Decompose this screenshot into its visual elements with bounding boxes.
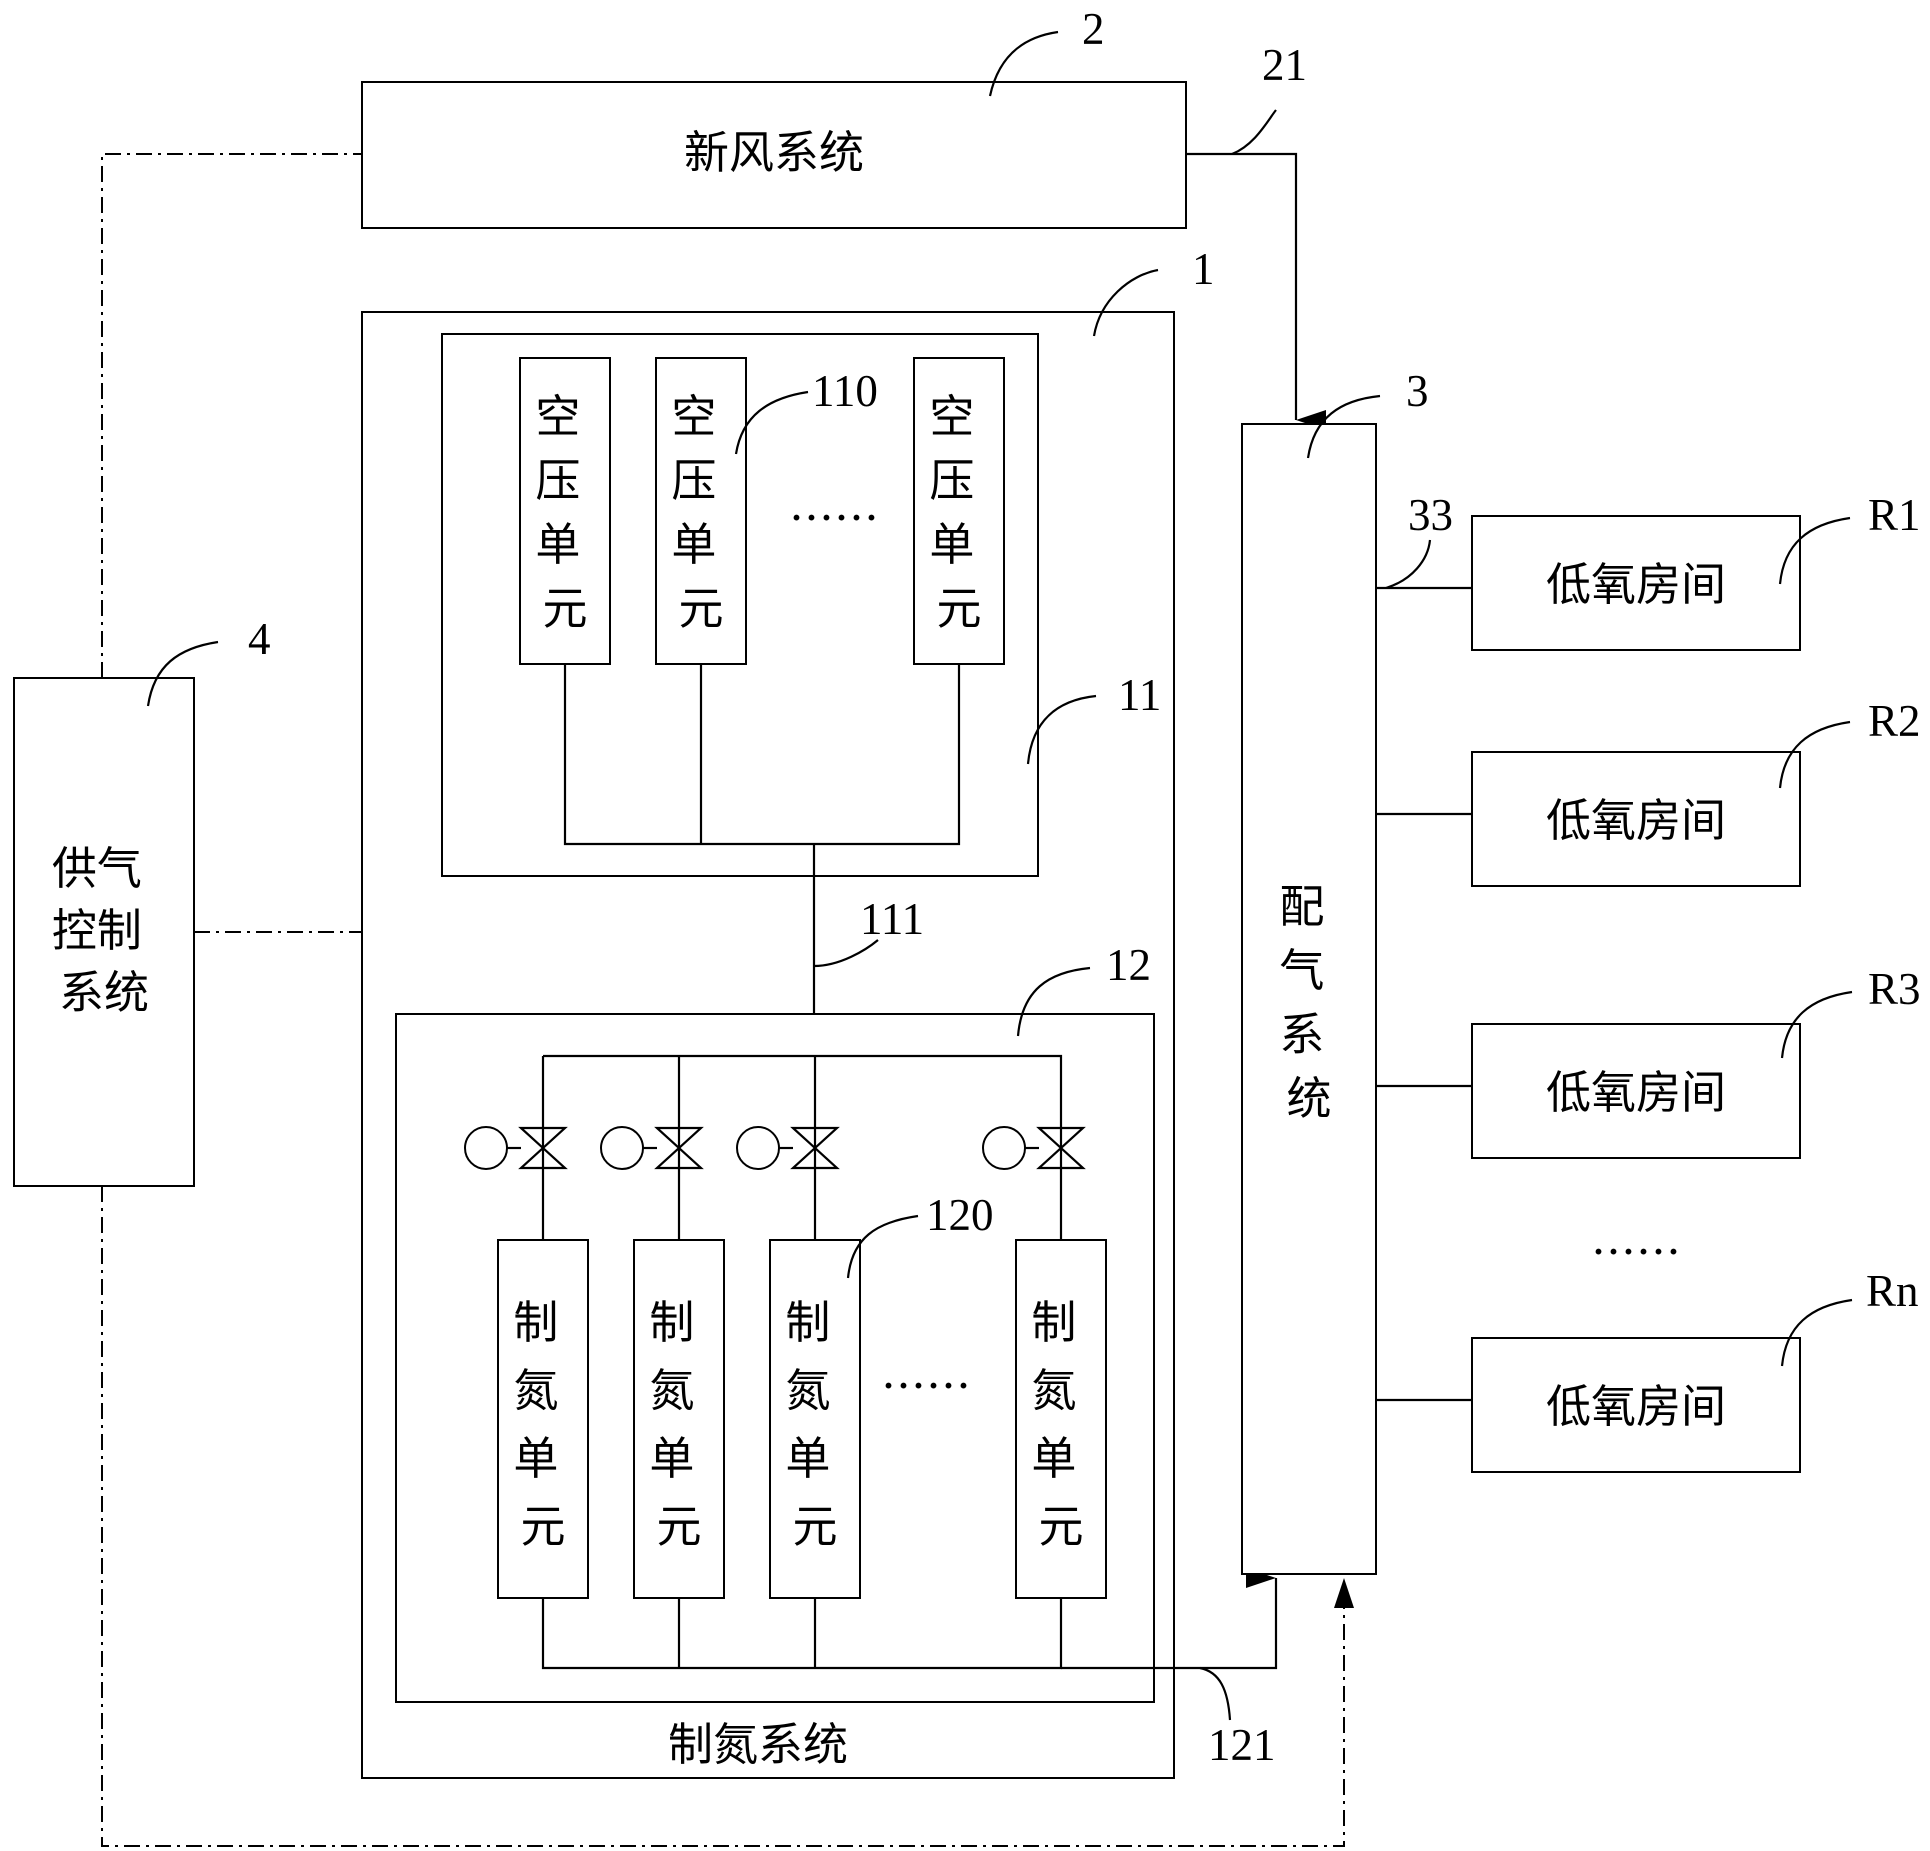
leader-line-21 bbox=[1231, 109, 1277, 156]
leader-line-33 bbox=[1385, 539, 1432, 590]
nitrogen-system-label: 制氮系统 bbox=[668, 1718, 848, 1771]
gas-distribution-label: 配 气 系 统 bbox=[1279, 880, 1338, 1125]
valve bbox=[736, 1126, 840, 1170]
room-label: 低氧房间 bbox=[1546, 1066, 1726, 1119]
nitrogen-unit-label: 制 氮 单 元 bbox=[649, 1296, 708, 1553]
ref-1: 1 bbox=[1192, 244, 1215, 294]
nitrogen-unit-label: 制 氮 单 元 bbox=[513, 1296, 572, 1553]
compressor-ellipsis: …… bbox=[789, 478, 879, 531]
leader-line-120 bbox=[846, 1214, 919, 1279]
leader-line-1 bbox=[1092, 268, 1159, 337]
ref-r2: R2 bbox=[1868, 696, 1921, 746]
low-oxygen-room: 低氧房间 bbox=[1471, 751, 1801, 887]
room-label: 低氧房间 bbox=[1546, 794, 1726, 847]
leader-line-11 bbox=[1026, 694, 1097, 765]
ref-21: 21 bbox=[1262, 40, 1307, 90]
leader-line-3 bbox=[1306, 394, 1381, 459]
room-label: 低氧房间 bbox=[1546, 558, 1726, 611]
compressor-unit bbox=[519, 357, 611, 665]
rooms-ellipsis: …… bbox=[1591, 1212, 1681, 1265]
ref-111: 111 bbox=[860, 894, 924, 944]
nitrogen-ellipsis: …… bbox=[881, 1346, 971, 1399]
ref-4: 4 bbox=[248, 614, 271, 664]
nitrogen-unit bbox=[497, 1239, 589, 1599]
leader-line-12 bbox=[1016, 966, 1091, 1037]
ref-11: 11 bbox=[1118, 670, 1161, 720]
ref-rn: Rn bbox=[1866, 1266, 1919, 1316]
ref-12: 12 bbox=[1106, 940, 1151, 990]
leader-line-2 bbox=[988, 30, 1059, 97]
ref-33: 33 bbox=[1408, 490, 1453, 540]
leader-line-r2 bbox=[1778, 720, 1851, 789]
nitrogen-outlet-manifold bbox=[541, 1598, 1063, 1670]
low-oxygen-room: 低氧房间 bbox=[1471, 1337, 1801, 1473]
valve bbox=[982, 1126, 1086, 1170]
nitrogen-unit-label: 制 氮 单 元 bbox=[1031, 1296, 1090, 1553]
control-line-fresh-air bbox=[101, 153, 362, 678]
fresh-air-pipe bbox=[1186, 152, 1326, 430]
gas-distribution-system: 配 气 系 统 bbox=[1241, 423, 1377, 1575]
ref-110: 110 bbox=[812, 366, 878, 416]
leader-line-r1 bbox=[1778, 516, 1851, 585]
fresh-air-system: 新风系统 bbox=[361, 81, 1187, 229]
ref-121: 121 bbox=[1208, 1720, 1276, 1770]
compressor-unit-label: 空 压 单 元 bbox=[535, 390, 594, 635]
ref-2: 2 bbox=[1082, 4, 1105, 54]
compressor-unit bbox=[655, 357, 747, 665]
control-arrow bbox=[1334, 1578, 1354, 1608]
room-label: 低氧房间 bbox=[1546, 1380, 1726, 1433]
nitrogen-group: 制 氮 单 元 制 氮 单 元 制 氮 单 元 …… 制 氮 单 元 bbox=[395, 1013, 1155, 1703]
nitrogen-unit-label: 制 氮 单 元 bbox=[785, 1296, 844, 1553]
compressor-manifold bbox=[563, 664, 961, 846]
compressor-unit bbox=[913, 357, 1005, 665]
compressor-unit-label: 空 压 单 元 bbox=[929, 390, 988, 635]
supply-control-label: 供气 控制 系统 bbox=[52, 842, 156, 1019]
low-oxygen-room: 低氧房间 bbox=[1471, 515, 1801, 651]
valve bbox=[600, 1126, 704, 1170]
supply-control-system: 供气 控制 系统 bbox=[13, 677, 195, 1187]
low-oxygen-room: 低氧房间 bbox=[1471, 1023, 1801, 1159]
leader-line-4 bbox=[146, 640, 219, 707]
leader-line-121 bbox=[1199, 1666, 1232, 1721]
ref-r3: R3 bbox=[1868, 964, 1921, 1014]
valve bbox=[464, 1126, 568, 1170]
nitrogen-unit bbox=[1015, 1239, 1107, 1599]
control-line-distribution bbox=[101, 1186, 1345, 1847]
compressor-group: 空 压 单 元 空 压 单 元 …… 空 压 单 元 bbox=[441, 333, 1039, 877]
leader-line-111 bbox=[813, 939, 879, 968]
nitrogen-unit bbox=[769, 1239, 861, 1599]
nitrogen-pipe bbox=[1061, 1568, 1278, 1670]
leader-line-rn bbox=[1780, 1298, 1853, 1367]
ref-120: 120 bbox=[926, 1190, 994, 1240]
leader-line-r3 bbox=[1780, 990, 1853, 1059]
ref-r1: R1 bbox=[1868, 490, 1921, 540]
ref-3: 3 bbox=[1406, 366, 1429, 416]
leader-line-110 bbox=[734, 390, 809, 455]
fresh-air-label: 新风系统 bbox=[684, 126, 864, 179]
compressor-unit-label: 空 压 单 元 bbox=[671, 390, 730, 635]
nitrogen-unit bbox=[633, 1239, 725, 1599]
